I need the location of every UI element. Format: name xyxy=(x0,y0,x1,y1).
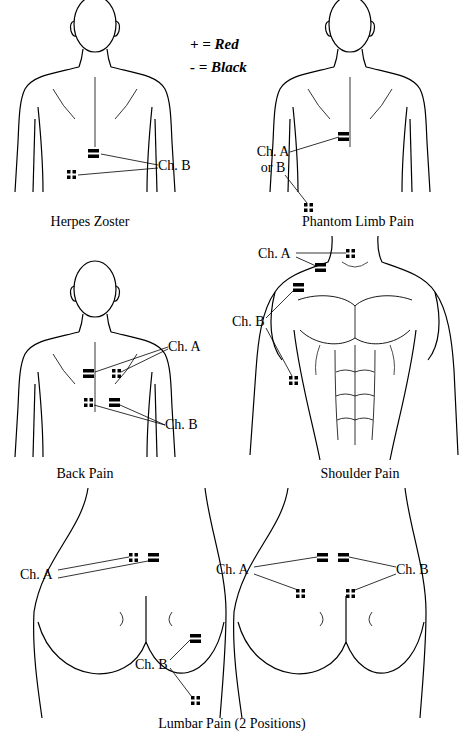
channel-label: Ch. A xyxy=(258,246,291,262)
positive-electrode xyxy=(148,553,159,562)
leader-line xyxy=(58,557,192,697)
leader-line xyxy=(254,557,396,590)
negative-electrode xyxy=(346,589,355,598)
back-figure xyxy=(15,261,175,457)
legend-text: + = Red xyxy=(190,36,239,52)
figure-caption: Phantom Limb Pain xyxy=(288,214,428,230)
positive-electrode xyxy=(317,553,328,562)
positive-electrode xyxy=(338,553,349,562)
negative-electrode xyxy=(67,170,76,179)
channel-label: Ch. B xyxy=(396,562,429,578)
leader-line xyxy=(266,253,346,376)
negative-electrode xyxy=(304,203,313,212)
channel-label: Ch. B xyxy=(232,314,265,330)
leader-line xyxy=(78,154,158,175)
channel-label: Ch. B xyxy=(165,417,198,433)
positive-electrode xyxy=(109,398,120,407)
channel-label: Ch. A xyxy=(216,562,249,578)
positive-electrode xyxy=(338,132,349,141)
buttocks-figure xyxy=(234,488,426,718)
positive-electrode xyxy=(88,149,99,158)
leader-line xyxy=(285,137,339,203)
channel-label: Ch. A xyxy=(20,567,53,583)
positive-electrode xyxy=(293,283,304,292)
figure-caption: Back Pain xyxy=(15,466,155,482)
negative-electrode xyxy=(346,249,355,258)
back-figure xyxy=(15,0,175,192)
leader-line xyxy=(94,347,168,425)
front-torso-figure xyxy=(250,236,458,460)
negative-electrode xyxy=(289,376,298,385)
figure-caption: Herpes Zoster xyxy=(20,214,160,230)
back-figure xyxy=(270,0,430,192)
buttocks-figure xyxy=(34,488,226,718)
negative-electrode xyxy=(191,696,200,705)
channel-label: Ch. A xyxy=(168,339,201,355)
negative-electrode xyxy=(296,589,305,598)
positive-electrode xyxy=(83,369,94,378)
positive-electrode xyxy=(190,634,201,643)
figure-caption: Shoulder Pain xyxy=(290,466,430,482)
positive-electrode xyxy=(315,263,326,272)
channel-label: Ch. B xyxy=(158,158,191,174)
channel-label: Ch. B xyxy=(135,657,168,673)
negative-electrode xyxy=(84,398,93,407)
negative-electrode xyxy=(129,553,138,562)
legend-text: - = Black xyxy=(190,59,247,75)
channel-label: Ch. A or B xyxy=(250,144,296,176)
figure-caption: Lumbar Pain (2 Positions) xyxy=(92,716,372,732)
negative-electrode xyxy=(112,369,121,378)
